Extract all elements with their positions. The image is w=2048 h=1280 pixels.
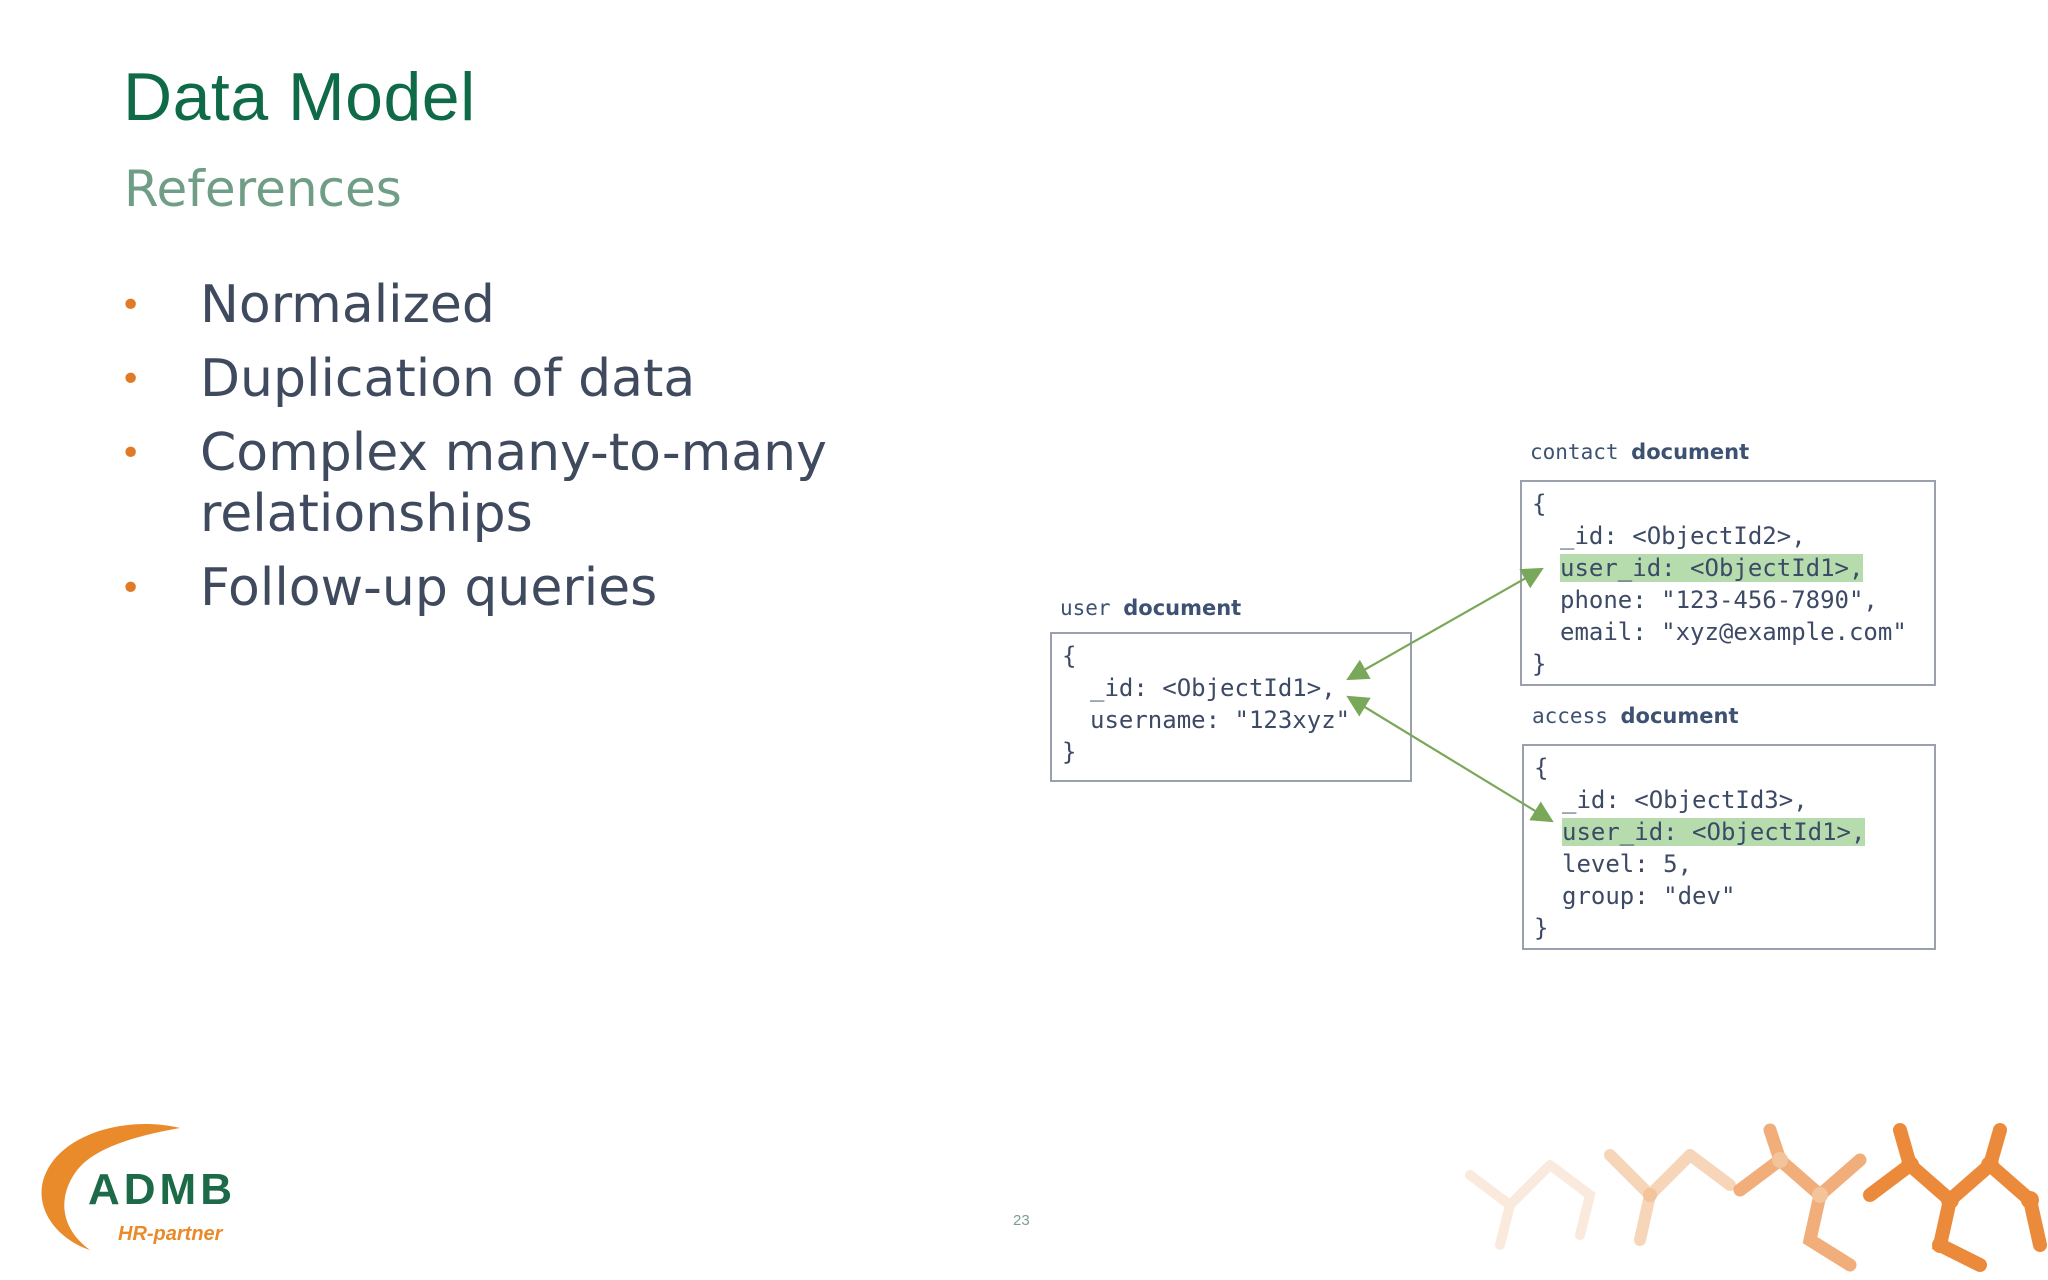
page-number: 23 <box>1013 1212 1030 1229</box>
access-doc-line: group: "dev" <box>1562 882 1736 910</box>
reference-arrows <box>1346 567 1554 823</box>
bullet-dot-icon: • <box>120 359 142 400</box>
reference-diagram: user document { _id: <ObjectId1>, usernam… <box>1040 440 1960 960</box>
bullet-dot-icon: • <box>120 285 142 326</box>
user-doc-label-prefix: user <box>1060 596 1111 620</box>
access-doc-line: _id: <ObjectId3>, <box>1562 786 1808 814</box>
bullet-dot-icon: • <box>120 433 142 474</box>
user-doc-line: _id: <ObjectId1>, <box>1090 674 1336 702</box>
slide-title: Data Model <box>123 59 476 135</box>
access-doc-box: { _id: <ObjectId3>,user_id: <ObjectId1>,… <box>1522 744 1936 950</box>
logo-brand: ADMB <box>88 1165 236 1214</box>
user-doc-close: } <box>1062 738 1077 766</box>
access-to-user-arrow <box>1346 695 1554 823</box>
molecule-decoration <box>1465 1123 2047 1272</box>
user-doc-line: username: "123xyz" <box>1090 706 1351 734</box>
bullet-item: • Complex many-to-many relationships <box>120 423 880 545</box>
bullet-item: • Follow-up queries <box>120 558 880 619</box>
bullet-list: • Normalized • Duplication of data • Comple… <box>120 275 880 632</box>
bullet-item: • Normalized <box>120 275 880 336</box>
contact-to-user-arrow <box>1346 567 1544 681</box>
access-doc-label: access document <box>1532 704 1739 728</box>
access-doc-reference-highlight: user_id: <ObjectId1>, <box>1562 818 1866 846</box>
contact-doc-label-suffix: document <box>1631 440 1750 464</box>
user-doc-label-suffix: document <box>1123 596 1242 620</box>
bullet-text: Duplication of data <box>200 349 696 409</box>
contact-doc-line: phone: "123-456-7890", <box>1560 586 1878 614</box>
bullet-text: Complex many-to-many relationships <box>200 423 827 544</box>
admb-logo: ADMB HR-partner <box>41 1124 236 1250</box>
contact-doc-reference-highlight: user_id: <ObjectId1>, <box>1560 554 1864 582</box>
bullet-item: • Duplication of data <box>120 349 880 410</box>
contact-doc-label-prefix: contact <box>1530 440 1619 464</box>
contact-doc-label: contact document <box>1530 440 1749 464</box>
logo-tagline: HR-partner <box>118 1223 224 1245</box>
bullet-text: Normalized <box>200 275 495 335</box>
access-doc-close: } <box>1534 914 1549 942</box>
user-doc-open: { <box>1062 642 1077 670</box>
bullet-text: Follow-up queries <box>200 558 658 618</box>
bullet-dot-icon: • <box>120 568 142 609</box>
slide-subtitle: References <box>124 160 402 218</box>
contact-doc-line: email: "xyz@example.com" <box>1560 618 1907 646</box>
access-doc-line: level: 5, <box>1562 850 1693 878</box>
contact-doc-box: { _id: <ObjectId2>, user_id: <ObjectId1>,… <box>1520 480 1936 686</box>
contact-doc-open: { <box>1532 490 1547 518</box>
access-doc-label-suffix: document <box>1620 704 1739 728</box>
contact-doc-line: _id: <ObjectId2>, <box>1560 522 1806 550</box>
user-doc-label: user document <box>1060 596 1241 620</box>
